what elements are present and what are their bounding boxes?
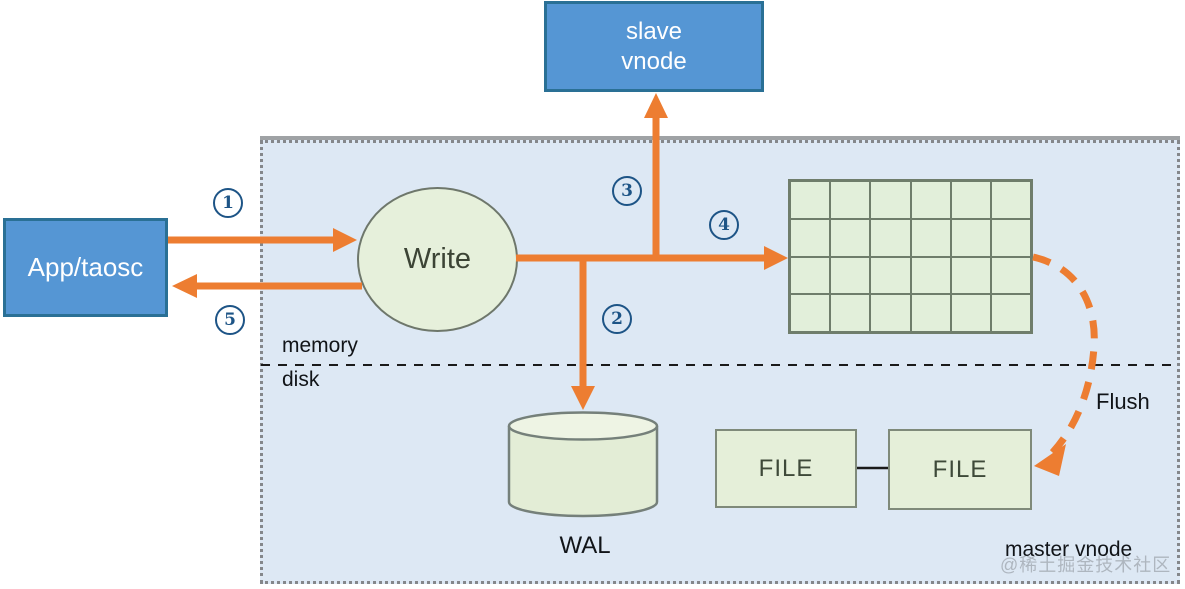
mem-table-cell — [910, 181, 951, 219]
app-taosc-box: App/taosc — [3, 218, 168, 317]
step-badge-1: 1 — [213, 188, 243, 218]
mem-table-cell — [910, 294, 951, 332]
mem-table-cell — [830, 218, 871, 257]
mem-table-cell — [950, 181, 991, 219]
mem-table-cell — [870, 181, 911, 219]
file-right-label: FILE — [932, 455, 988, 483]
slave-vnode-label-line2: vnode — [621, 47, 687, 75]
mem-table-cell — [990, 218, 1031, 257]
flush-label: Flush — [1096, 389, 1150, 414]
step-badge-5: 5 — [215, 305, 245, 335]
step-1-number: 1 — [222, 193, 234, 213]
disk-label: disk — [282, 368, 320, 391]
mem-table-cell — [950, 256, 991, 295]
mem-table-cell — [830, 294, 871, 332]
mem-table-cell — [830, 256, 871, 295]
wal-label: WAL — [559, 532, 611, 559]
step-3-number: 3 — [621, 181, 633, 201]
step-badge-4: 4 — [709, 210, 739, 240]
mem-table-cell — [910, 256, 951, 295]
step-badge-3: 3 — [612, 176, 642, 206]
step-4-number: 4 — [718, 215, 730, 235]
step-2-number: 2 — [611, 309, 623, 329]
arrow-5-response-head-icon — [172, 274, 197, 298]
mem-table-cell — [950, 218, 991, 257]
mem-table-cell — [990, 294, 1031, 332]
file-left-label: FILE — [758, 454, 814, 482]
mem-table-cell — [990, 256, 1031, 295]
app-taosc-label: App/taosc — [27, 252, 144, 282]
step-5-number: 5 — [224, 310, 236, 330]
slave-vnode-label-line1: slave — [625, 17, 683, 45]
mem-table-grid — [788, 179, 1033, 334]
mem-table-cell — [790, 256, 831, 295]
wal-cylinder-icon — [507, 411, 659, 518]
mem-table-cell — [950, 294, 991, 332]
arrow-3-to-slave-head-icon — [644, 93, 668, 118]
master-vnode-label: master vnode — [1005, 538, 1133, 561]
write-label: Write — [403, 243, 472, 275]
mem-table-cell — [790, 218, 831, 257]
file-box-left: FILE — [715, 429, 857, 508]
mem-table-cell — [870, 256, 911, 295]
watermark-text: @稀土掘金技术社区 — [1000, 555, 1172, 575]
write-node: Write — [357, 187, 518, 332]
file-box-right: FILE — [888, 429, 1032, 510]
mem-table-cell — [990, 181, 1031, 219]
mem-table-cell — [870, 294, 911, 332]
mem-table-cell — [790, 181, 831, 219]
mem-table-cell — [790, 294, 831, 332]
step-badge-2: 2 — [602, 304, 632, 334]
mem-table-cell — [870, 218, 911, 257]
mem-table-cell — [910, 218, 951, 257]
memory-label: memory — [282, 334, 358, 357]
slave-vnode-box: slave vnode — [544, 1, 764, 92]
memory-disk-divider — [261, 364, 1178, 366]
mem-table-cell — [830, 181, 871, 219]
